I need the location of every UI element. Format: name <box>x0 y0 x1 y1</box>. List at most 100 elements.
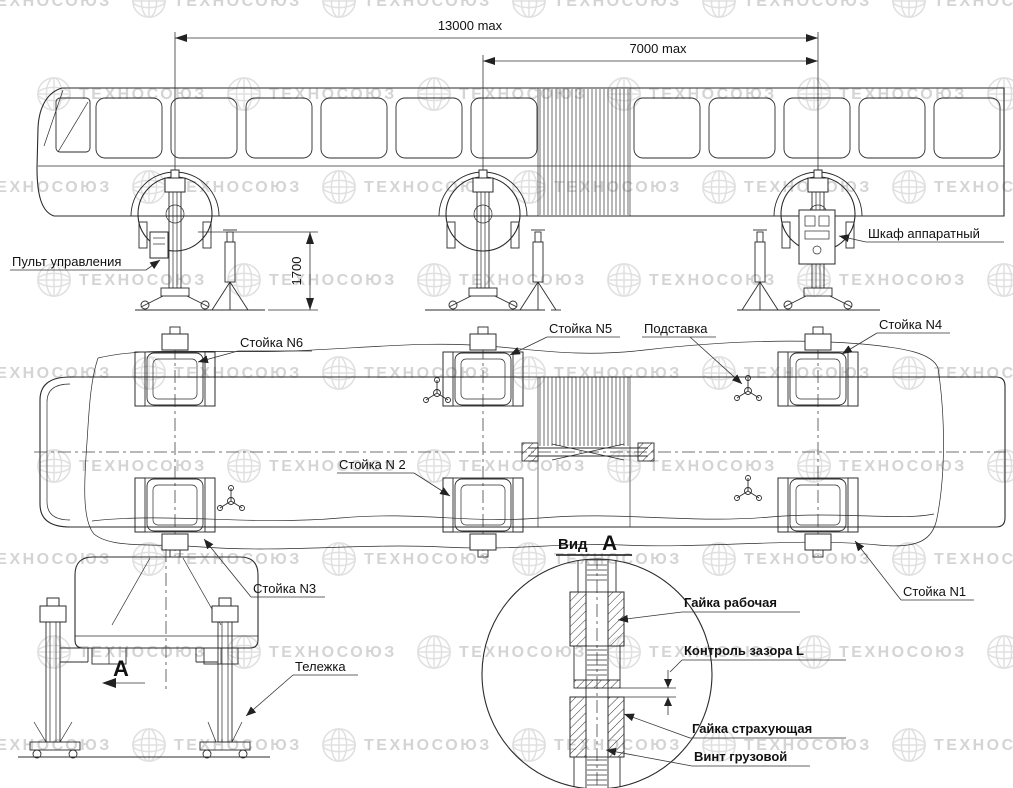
watermark-globe-icon <box>417 449 451 483</box>
watermark-text: ТЕХНОСОЮЗ <box>174 551 302 568</box>
gap-dimension <box>620 670 676 715</box>
watermark-text: ТЕХНОСОЮЗ <box>364 365 492 382</box>
watermark-globe-icon <box>322 728 356 762</box>
watermark-globe-icon <box>892 542 926 576</box>
label-stand: Подставка <box>642 321 743 385</box>
watermark-globe-icon <box>37 263 71 297</box>
label-column-n2: Стойка N 2 <box>337 457 451 497</box>
svg-text:Стойка N6: Стойка N6 <box>240 335 303 350</box>
control-panel-box <box>149 231 169 259</box>
label-working-nut: Гайка рабочая <box>617 595 800 623</box>
svg-text:Тележка: Тележка <box>295 659 346 674</box>
stand-plan-1 <box>423 377 451 403</box>
detail-title-letter: А <box>602 532 617 555</box>
watermark-globe-icon <box>987 635 1013 669</box>
watermark-globe-icon <box>892 170 926 204</box>
watermark-text: ТЕХНОСОЮЗ <box>554 0 682 10</box>
svg-text:Стойка N4: Стойка N4 <box>879 317 942 332</box>
label-gap-control: Контроль зазора L <box>669 643 846 673</box>
watermark-globe-icon <box>702 170 736 204</box>
watermark-globe-icon <box>417 263 451 297</box>
watermark-globe-icon <box>797 635 831 669</box>
watermark-globe-icon <box>892 728 926 762</box>
label-safety-nut: Гайка страхующая <box>623 713 846 739</box>
watermark-text: ТЕХНОСОЮЗ <box>0 737 112 754</box>
watermark-text: ТЕХНОСОЮЗ <box>649 272 777 289</box>
watermark-globe-icon <box>987 263 1013 297</box>
svg-text:Стойка N1: Стойка N1 <box>903 584 966 599</box>
watermark-text: ТЕХНОСОЮЗ <box>269 458 397 475</box>
watermark-text: ТЕХНОСОЮЗ <box>364 551 492 568</box>
watermark-globe-icon <box>322 170 356 204</box>
wavy-contour-top <box>97 340 939 369</box>
label-equipment-cabinet: Шкаф аппаратный <box>838 226 1004 243</box>
articulation-bellows-side <box>537 88 631 216</box>
watermark-text: ТЕХНОСОЮЗ <box>269 86 397 103</box>
watermark-text: ТЕХНОСОЮЗ <box>934 365 1013 382</box>
watermark-text: ТЕХНОСОЮЗ <box>0 365 112 382</box>
watermark-text: ТЕХНОСОЮЗ <box>554 179 682 196</box>
watermark-text: ТЕХНОСОЮЗ <box>459 458 587 475</box>
center-jack <box>521 442 655 462</box>
watermark-text: ТЕХНОСОЮЗ <box>459 272 587 289</box>
watermark-globe-icon <box>702 542 736 576</box>
label-column-n5: Стойка N5 <box>509 321 620 356</box>
watermark-text: ТЕХНОСОЮЗ <box>839 644 967 661</box>
bus-rear-view: А Тележка <box>18 549 358 759</box>
watermark-text: ТЕХНОСОЮЗ <box>744 0 872 10</box>
watermark-text: ТЕХНОСОЮЗ <box>934 737 1013 754</box>
watermark-globe-icon <box>702 728 736 762</box>
equipment-cabinet-box <box>798 209 836 265</box>
svg-text:Подставка: Подставка <box>644 321 708 336</box>
watermark-text: ТЕХНОСОЮЗ <box>174 179 302 196</box>
watermark-text: ТЕХНОСОЮЗ <box>364 737 492 754</box>
watermark-text: ТЕХНОСОЮЗ <box>0 551 112 568</box>
watermark-text: ТЕХНОСОЮЗ <box>649 86 777 103</box>
watermark-text: ТЕХНОСОЮЗ <box>839 86 967 103</box>
label-column-n4: Стойка N4 <box>841 317 950 355</box>
watermark-globe-icon <box>132 0 166 18</box>
dim-13000-text: 13000 max <box>438 18 503 33</box>
watermark-globe-icon <box>227 635 261 669</box>
detail-title-prefix: Вид <box>558 536 588 553</box>
detail-view-a: Вид А <box>481 532 846 788</box>
watermark-text: ТЕХНОСОЮЗ <box>649 458 777 475</box>
watermark-text: ТЕХНОСОЮЗ <box>839 458 967 475</box>
svg-text:Гайка рабочая: Гайка рабочая <box>684 595 777 610</box>
svg-text:Шкаф аппаратный: Шкаф аппаратный <box>868 226 980 241</box>
watermark-globe-icon <box>512 0 546 18</box>
watermark-text: ТЕХНОСОЮЗ <box>0 0 112 10</box>
watermark-globe-icon <box>512 728 546 762</box>
rear-wheels <box>91 647 239 665</box>
watermark-text: ТЕХНОСОЮЗ <box>839 272 967 289</box>
svg-text:Контроль зазора L: Контроль зазора L <box>684 643 804 658</box>
watermark-globe-icon <box>322 356 356 390</box>
label-column-n6: Стойка N6 <box>197 335 312 364</box>
watermark-text: ТЕХНОСОЮЗ <box>174 0 302 10</box>
svg-text:Стойка N 2: Стойка N 2 <box>339 457 406 472</box>
label-column-n1: Стойка N1 <box>854 540 974 601</box>
watermark-globe-icon <box>417 77 451 111</box>
watermark-text: ТЕХНОСОЮЗ <box>554 365 682 382</box>
watermark-text: ТЕХНОСОЮЗ <box>934 179 1013 196</box>
watermark-globe-icon <box>512 542 546 576</box>
watermark-globe-icon <box>702 0 736 18</box>
watermark-globe-icon <box>892 356 926 390</box>
watermark-globe-icon <box>892 0 926 18</box>
watermark-globe-icon <box>227 77 261 111</box>
watermark-text: ТЕХНОСОЮЗ <box>269 272 397 289</box>
label-control-panel: Пульт управления <box>10 254 161 271</box>
watermark-text: ТЕХНОСОЮЗ <box>934 0 1013 10</box>
watermark-globe-icon <box>227 263 261 297</box>
watermark-globe-icon <box>512 170 546 204</box>
bus-side-view: 1700 Пульт управления Шкаф аппаратный <box>10 87 1005 311</box>
watermark-globe-icon <box>227 449 261 483</box>
watermark-text: ТЕХНОСОЮЗ <box>364 179 492 196</box>
watermark-text: ТЕХНОСОЮЗ <box>744 551 872 568</box>
watermark-globe-icon <box>132 728 166 762</box>
watermark-globe-icon <box>417 635 451 669</box>
label-trolley: Тележка <box>245 659 358 717</box>
svg-text:А: А <box>113 656 129 681</box>
